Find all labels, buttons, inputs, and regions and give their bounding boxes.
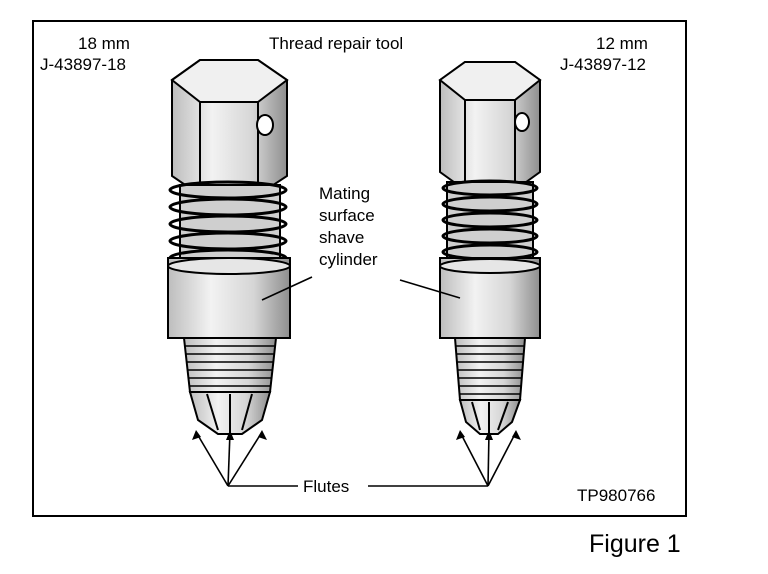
leader-flutes-right-a [459, 431, 489, 487]
part-number-12mm: J-43897-12 [560, 55, 647, 74]
figure-caption: Figure 1 [589, 530, 681, 558]
callout-cylinder: cylinder [319, 250, 378, 269]
shave-cylinder-12mm [439, 257, 541, 339]
leader-flutes-left-a [195, 431, 229, 487]
flutes-tip-18mm [188, 391, 272, 435]
reference-code: TP980766 [577, 486, 656, 505]
callout-arrowheads [192, 430, 521, 440]
leader-flutes-right-c [487, 431, 517, 487]
callout-shave: shave [319, 228, 365, 247]
size-label-18mm: 18 mm [78, 34, 130, 53]
size-label-12mm: 12 mm [596, 34, 648, 53]
callout-flutes: Flutes [303, 477, 350, 496]
tool-12mm [438, 61, 542, 435]
tool-18mm [167, 59, 291, 435]
leader-shave-cylinder-right [399, 279, 461, 299]
leader-shave-cylinder-left [261, 276, 313, 301]
hex-head-18mm [170, 59, 289, 196]
diagram-title: Thread repair tool [269, 34, 404, 53]
threads-18mm [182, 337, 278, 393]
spring-12mm [441, 179, 539, 261]
callout-mating: Mating [319, 184, 371, 203]
leader-flutes-left-c [227, 431, 263, 487]
leader-flutes-right-b [487, 431, 490, 487]
flutes-tip-12mm [458, 399, 522, 435]
callout-lines [195, 276, 517, 487]
leader-flutes-left-b [227, 431, 231, 487]
callout-surface: surface [319, 206, 375, 225]
part-number-18mm: J-43897-18 [40, 55, 127, 74]
shave-cylinder-18mm [167, 257, 291, 339]
hex-head-12mm [438, 61, 542, 191]
threads-12mm [453, 337, 527, 401]
figure-frame [32, 20, 687, 517]
